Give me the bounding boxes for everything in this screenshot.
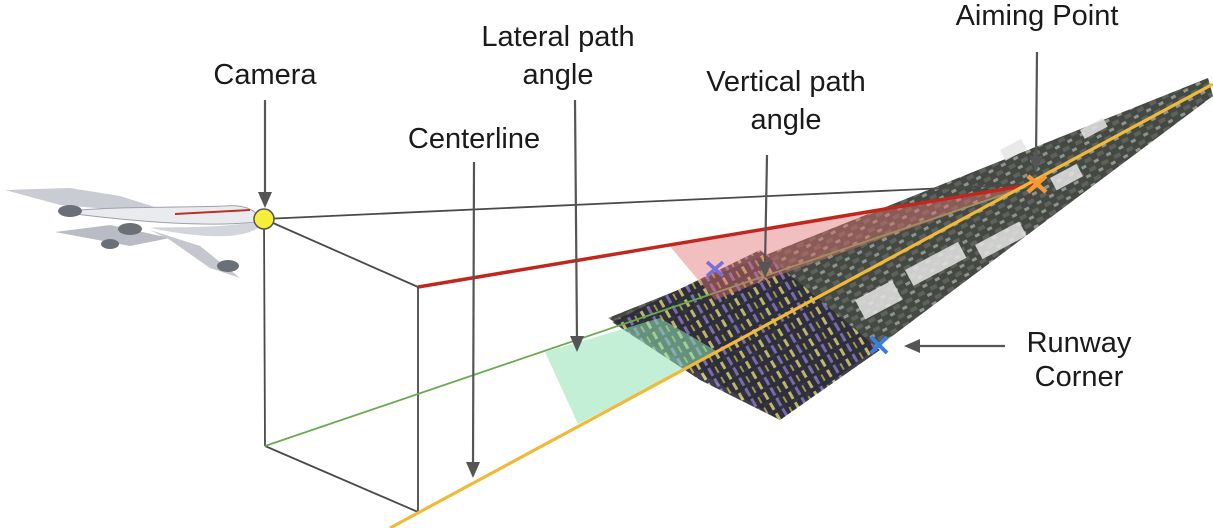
camera-label: Camera [213,59,317,91]
airplane-icon [5,188,260,278]
runway-corner-marker [869,335,889,355]
aiming-point-marker [1026,174,1048,194]
vertical-path-line [417,182,1036,289]
label-arrows [258,51,1043,478]
runway-corner-label-line1: Runway [1027,327,1132,359]
vertical-angle-tick [757,270,771,284]
vertical-angle-wedge [668,184,1035,300]
lateral-path-line [264,183,1036,447]
centerline-line [389,82,1213,528]
vertical-angle-label-line1: Vertical path [706,66,866,98]
runway-corner-label-line2: Corner [1035,361,1124,393]
aiming-point-label: Aiming Point [956,0,1119,32]
lateral-angle-label-line2: angle [523,59,594,91]
runway-markings [854,117,1108,320]
vertical-angle-label-line2: angle [751,104,822,136]
construction-lines [263,183,1036,513]
corner-marker-left [705,260,725,278]
camera-point [253,208,275,230]
lateral-angle-wedge [545,318,718,424]
lateral-angle-label-line1: Lateral path [481,21,634,53]
cross-marker-icon [1026,174,1048,194]
centerline-label: Centerline [408,123,540,155]
